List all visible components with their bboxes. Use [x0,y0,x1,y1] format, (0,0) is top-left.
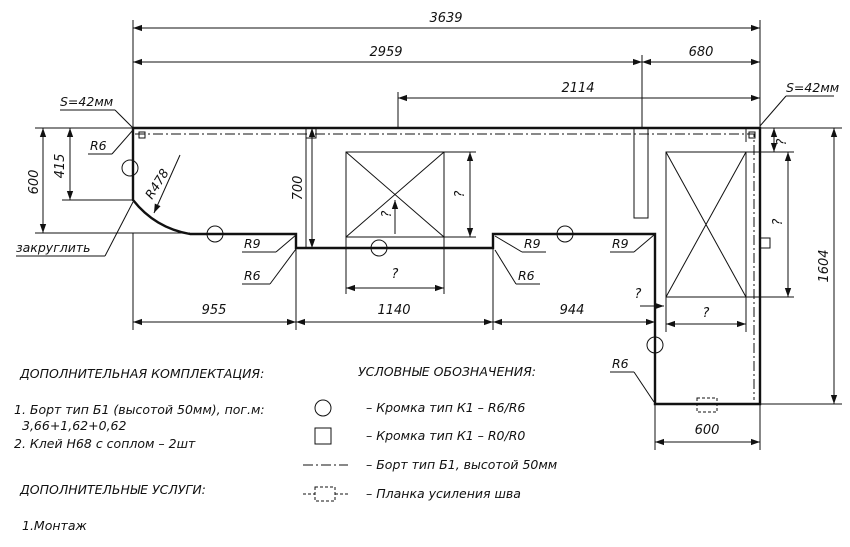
dim-depth-right: 1604 [817,249,832,282]
hob-cutout [665,151,747,298]
corner-square-left [138,131,146,139]
legend-circle-symbol [314,399,332,417]
dim-bottom-left: 955 [202,303,227,318]
dim-bottom-right: 944 [560,303,585,318]
sink-height-unknown: ? [453,190,468,197]
radius-r6-left: R6 [244,268,261,283]
legend-square-symbol [314,427,332,445]
radius-r6-corner: R6 [90,138,107,153]
edge-square-2 [759,237,771,249]
dim-depth-mid: 700 [291,176,306,201]
dim-right-width: 680 [689,45,714,60]
backsplash-line [135,133,755,400]
legend-circle-label: – Кромка тип К1 – R6/R6 [366,400,525,415]
sink-cutout [345,151,445,238]
hob-offset-unknown: ? [635,287,642,302]
dim-total-width: 3639 [429,11,462,26]
thickness-left: S=42мм [60,94,113,109]
dim-depth-corner: 415 [53,154,68,179]
legend-square-label: – Кромка тип К1 – R0/R0 [366,428,525,443]
edge-circle-3 [370,239,388,257]
legend-dashline-label: – Борт тип Б1, высотой 50мм [366,457,557,472]
corner-square-right [748,131,756,139]
edge-circle-1 [121,159,139,177]
extras-heading: ДОПОЛНИТЕЛЬНАЯ КОМПЛЕКТАЦИЯ: [19,366,264,381]
thickness-right: S=42мм [786,80,839,95]
sink-width-unknown: ? [392,267,399,282]
seam-plank-bottom [696,397,718,413]
legend-heading: УСЛОВНЫЕ ОБОЗНАЧЕНИЯ: [358,364,536,379]
callout-round: закруглить [16,240,91,255]
dim-bottom-leg: 600 [695,423,720,438]
hob-top-unknown: ? [775,138,790,145]
extras-item1-line2: 3,66+1,62+0,62 [22,418,126,433]
sink-offset-unknown: ? [380,210,395,217]
services-item1: 1.Монтаж [22,518,87,533]
radius-r9-mid: R9 [524,236,541,251]
legend-plank-label: – Планка усиления шва [366,486,521,501]
hob-width-unknown: ? [703,306,710,321]
legend-plank-symbol [314,486,336,502]
dim-seam-length: 2114 [561,81,594,96]
edge-circle-4 [556,225,574,243]
hob-height-unknown: ? [771,218,786,225]
edge-square-1 [305,127,317,139]
radius-r6-right: R6 [612,356,629,371]
edge-circle-2 [206,225,224,243]
dim-left-width: 2959 [369,45,402,60]
extras-item2: 2. Клей Н68 с соплом – 2шт [14,436,196,451]
services-heading: ДОПОЛНИТЕЛЬНЫЕ УСЛУГИ: [19,482,206,497]
radius-r9-left: R9 [244,236,261,251]
dim-bottom-mid: 1140 [377,303,410,318]
seam-plank [633,128,649,219]
extras-item1-line1: 1. Борт тип Б1 (высотой 50мм), пог.м: [14,402,265,417]
dim-depth-left: 600 [27,170,42,195]
radius-r6-mid: R6 [518,268,535,283]
radius-r9-right: R9 [612,236,629,251]
